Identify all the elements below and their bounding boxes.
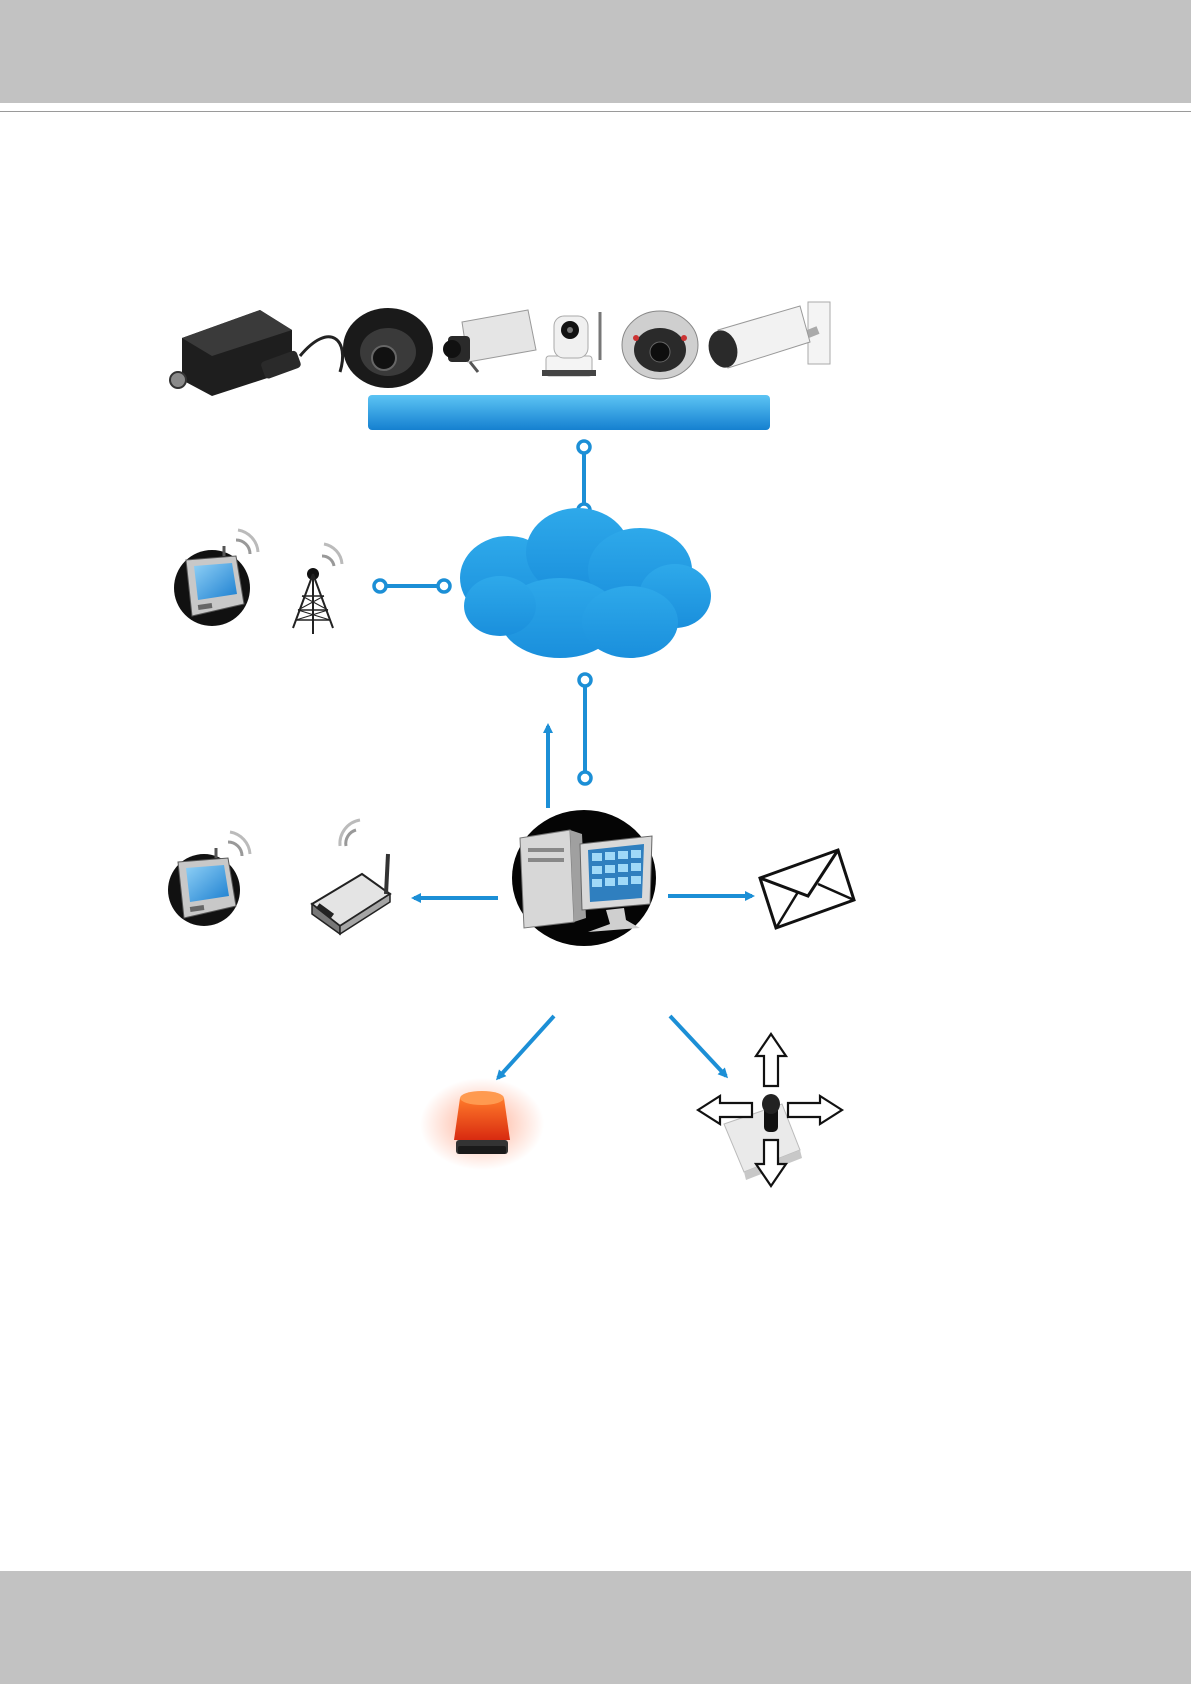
connector-tower-cloud [374, 580, 450, 592]
internet-cloud-icon [460, 508, 711, 658]
computer-workstation-icon [512, 810, 656, 946]
camera-row [170, 302, 830, 396]
video-encoder-icon [170, 310, 343, 396]
cell-tower-icon [293, 544, 342, 634]
dome-camera-icon [343, 308, 433, 388]
arrow-to-siren [498, 1016, 554, 1078]
wireless-modem-icon [312, 820, 390, 934]
connector-cloud-workstation [579, 674, 591, 784]
camera-network-bar [368, 395, 770, 430]
vandal-dome-camera-icon [622, 311, 698, 379]
envelope-icon [760, 850, 854, 928]
pda-icon-bottom [168, 832, 250, 926]
siren-icon [420, 1078, 544, 1170]
ptz-camera-icon [542, 312, 600, 376]
box-camera-icon [443, 310, 536, 372]
pda-icon [174, 530, 258, 626]
arrow-to-joystick [670, 1016, 726, 1076]
arrow-right-icon [788, 1096, 842, 1124]
connector-camera-cloud [578, 441, 590, 516]
arrow-up-icon [756, 1034, 786, 1086]
bullet-camera-icon [704, 302, 830, 371]
